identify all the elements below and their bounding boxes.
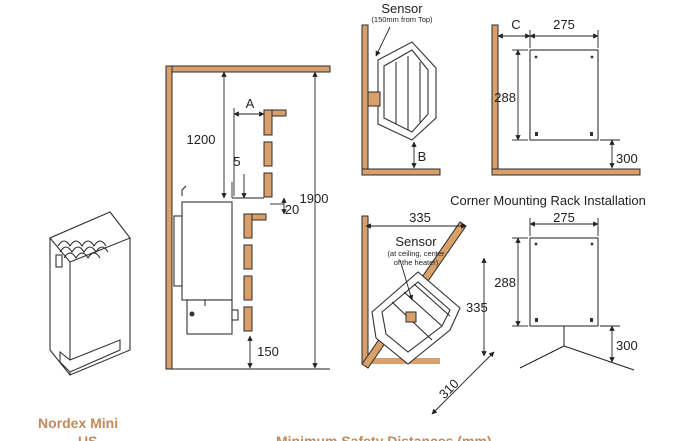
product-suffix: US xyxy=(78,433,97,441)
side-view-heater xyxy=(173,185,239,335)
dim-288-bottom-label: 288 xyxy=(494,275,516,290)
sensor-corner-note-1: (at ceiling, center xyxy=(387,249,445,258)
dim-150-label: 150 xyxy=(257,344,279,359)
sensor-top-note: (150mm from Top) xyxy=(371,15,433,24)
side-view-wall xyxy=(165,65,331,370)
top-view-heater xyxy=(367,41,437,141)
dim-310-label: 310 xyxy=(436,376,462,402)
dim-288-top-label: 288 xyxy=(494,90,516,105)
side-view-guard-rail xyxy=(243,109,287,332)
product-name: Nordex Mini xyxy=(38,415,118,431)
sensor-top-label: Sensor xyxy=(381,1,423,16)
dim-A-label: A xyxy=(246,96,255,111)
dim-275-bottom-label: 275 xyxy=(553,210,575,225)
dim-C-label: C xyxy=(511,17,520,32)
heater-isometric xyxy=(49,211,131,376)
dim-300-bottom-label: 300 xyxy=(616,338,638,353)
dim-1200-label: 1200 xyxy=(187,132,216,147)
sensor-corner-label: Sensor xyxy=(395,234,437,249)
corner-view-dimensions xyxy=(365,223,495,415)
wall-rack-view xyxy=(491,24,641,176)
dim-335-h-label: 335 xyxy=(409,210,431,225)
dim-1900-label: 1900 xyxy=(300,191,329,206)
corner-view-heater xyxy=(371,271,461,365)
section-title: Minimum Safety Distances (mm) xyxy=(276,433,492,441)
top-view-dimensions xyxy=(375,26,417,169)
dim-300-top-label: 300 xyxy=(616,151,638,166)
corner-rack-view xyxy=(512,218,635,371)
dim-275-top-label: 275 xyxy=(553,17,575,32)
dim-B-label: B xyxy=(418,149,427,164)
corner-rack-title: Corner Mounting Rack Installation xyxy=(450,193,646,208)
sensor-corner-note-2: of the heater) xyxy=(394,258,439,267)
side-view-dimensions xyxy=(221,71,318,369)
dim-335-v-label: 335 xyxy=(466,300,488,315)
dim-20-label: 20 xyxy=(285,202,299,217)
dim-5-label: 5 xyxy=(233,154,240,169)
